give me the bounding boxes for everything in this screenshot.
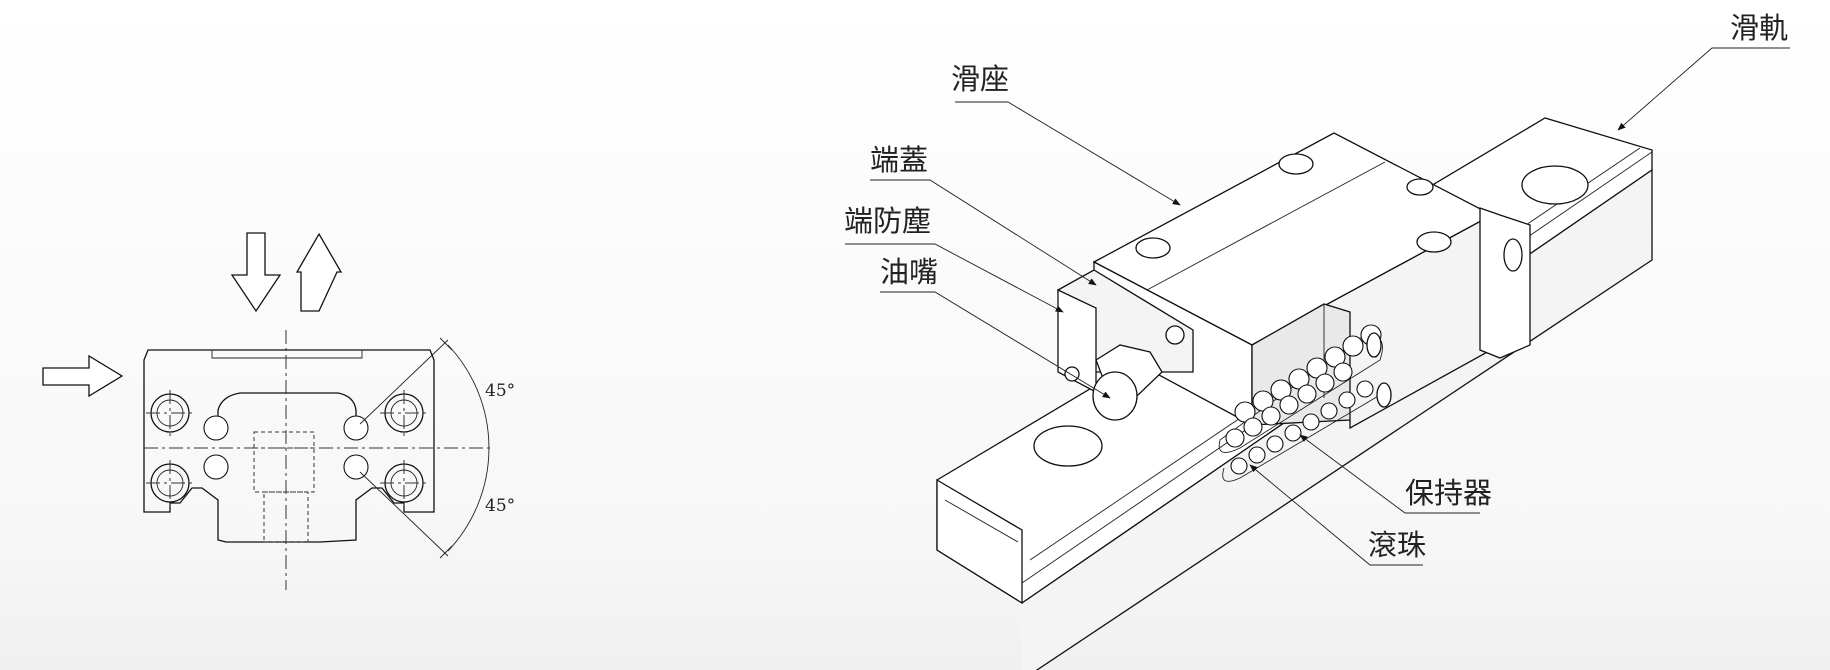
load-arrow-right-icon (42, 354, 124, 398)
block-section-outline (143, 349, 435, 543)
label-rail: 滑軌 (1730, 11, 1788, 45)
label-end-cap: 端蓋 (870, 143, 928, 177)
rail-bolt-hole-dashed (253, 431, 315, 493)
rail-section-outline (217, 392, 357, 430)
end-cap (1479, 207, 1531, 359)
label-balls: 滾珠 (1368, 528, 1426, 562)
angle-label-top: 45° (485, 381, 515, 401)
angle-label-bottom: 45° (485, 496, 515, 516)
grease-nipple-icon (1092, 325, 1185, 421)
label-retainer: 保持器 (1405, 476, 1492, 510)
label-grease-nipple: 油嘴 (880, 255, 938, 289)
label-slider: 滑座 (951, 62, 1009, 96)
label-end-seal: 端防塵 (844, 204, 931, 238)
load-arrow-up-icon (295, 232, 343, 312)
rail-mounting-hole-icon (1033, 425, 1103, 467)
cross-section-view: 45° 45° (42, 232, 515, 590)
mounting-hole-icon (146, 390, 428, 506)
ball-chain (1218, 324, 1392, 482)
load-arrow-down-icon (230, 232, 282, 313)
perspective-view: 滑座 滑軌 端蓋 端防塵 油嘴 保持器 滾珠 (844, 11, 1790, 670)
angle-arc (447, 344, 490, 552)
